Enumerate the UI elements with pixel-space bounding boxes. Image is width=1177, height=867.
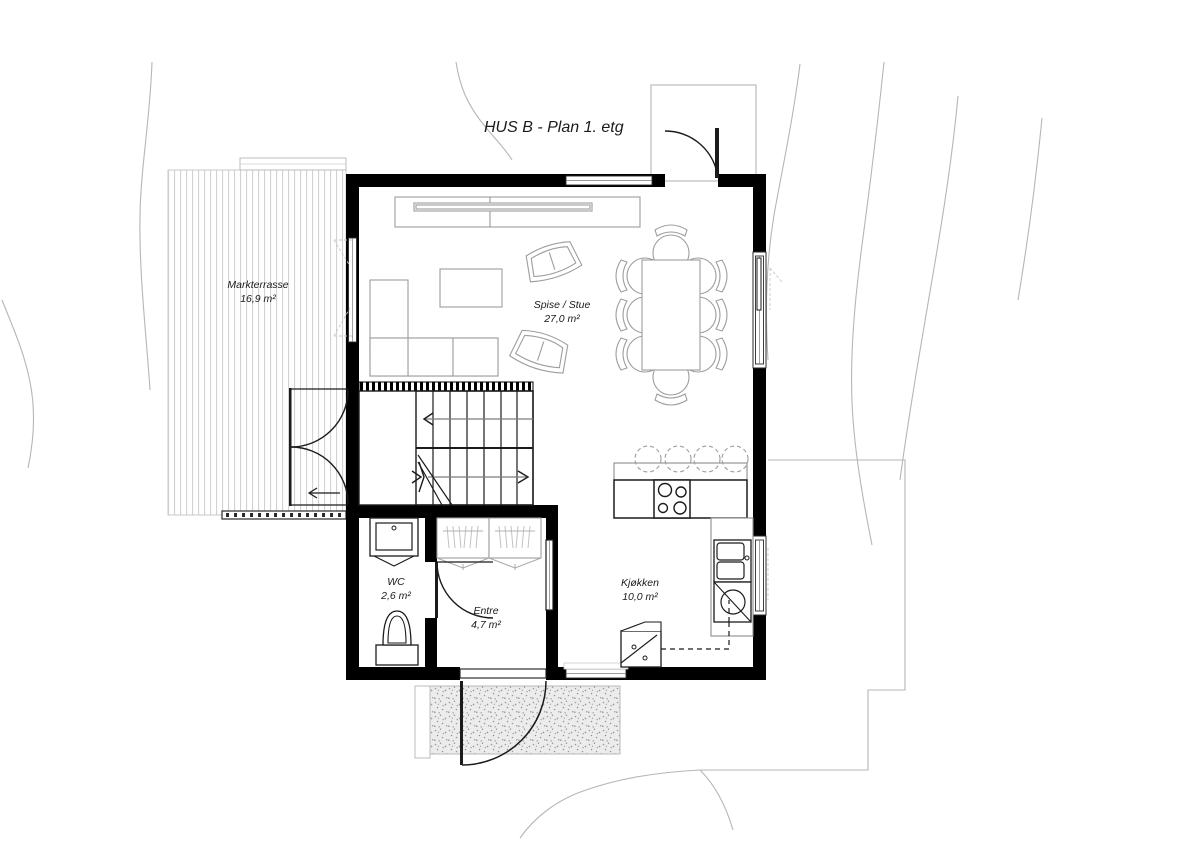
kitchen-counter-dashed [661, 600, 730, 650]
kitchen-sink [713, 539, 752, 583]
door-wc [435, 561, 494, 619]
room-label-wc-name: WC [387, 576, 405, 588]
room-labels: Markterrasse 16,9 m² Spise / Stue 27,0 m… [227, 279, 659, 631]
wc-fixtures [369, 517, 419, 666]
room-label-wc-area: 2,6 m² [380, 590, 411, 602]
window-north-band [565, 175, 653, 186]
window-east-lower [752, 535, 769, 616]
south-entrance-paving [414, 685, 621, 759]
room-label-spise-stue-name: Spise / Stue [534, 299, 591, 311]
dining-set [615, 224, 728, 406]
cooktop [653, 479, 691, 519]
room-label-markterrasse-area: 16,9 m² [240, 293, 276, 305]
window-east-upper [752, 251, 783, 369]
exterior-walls [346, 174, 766, 680]
armchair-upper [525, 241, 583, 283]
room-label-markterrasse-name: Markterrasse [227, 279, 288, 291]
room-label-entre-area: 4,7 m² [471, 619, 501, 631]
armchair-lower [508, 329, 569, 374]
room-label-kjokken-area: 10,0 m² [622, 591, 658, 603]
door-entrance-south [459, 668, 547, 766]
room-label-spise-stue-area: 27,0 m² [543, 313, 580, 325]
north-wall-shelving [394, 196, 641, 228]
coffee-table [439, 268, 503, 308]
north-entry-platform [650, 84, 757, 182]
kitchen-base-unit [620, 621, 662, 668]
door-terrace-double [289, 388, 349, 506]
sofa-l-shaped [369, 279, 499, 377]
wc-sink [369, 517, 419, 567]
kitchen-appliance [713, 581, 752, 623]
entre-opening-detail [545, 539, 554, 611]
site-contour-lines [1, 61, 1043, 546]
window-west-upper [333, 234, 359, 378]
wc-toilet [375, 610, 419, 666]
markterrasse-deck [167, 157, 347, 520]
window-south-kitchen [563, 662, 629, 679]
terrace-railing [221, 510, 347, 520]
site-boundary-lines [519, 459, 906, 839]
entre-wardrobes [436, 517, 542, 570]
staircase [358, 381, 534, 506]
room-label-entre-name: Entre [473, 605, 498, 617]
door-north [664, 128, 719, 179]
drawing-title: HUS B - Plan 1. etg [484, 119, 624, 136]
pendant-lights [634, 445, 749, 473]
kitchen-island [613, 445, 749, 519]
room-label-kjokken-name: Kjøkken [621, 577, 659, 589]
kitchen-bench-east [710, 517, 754, 637]
